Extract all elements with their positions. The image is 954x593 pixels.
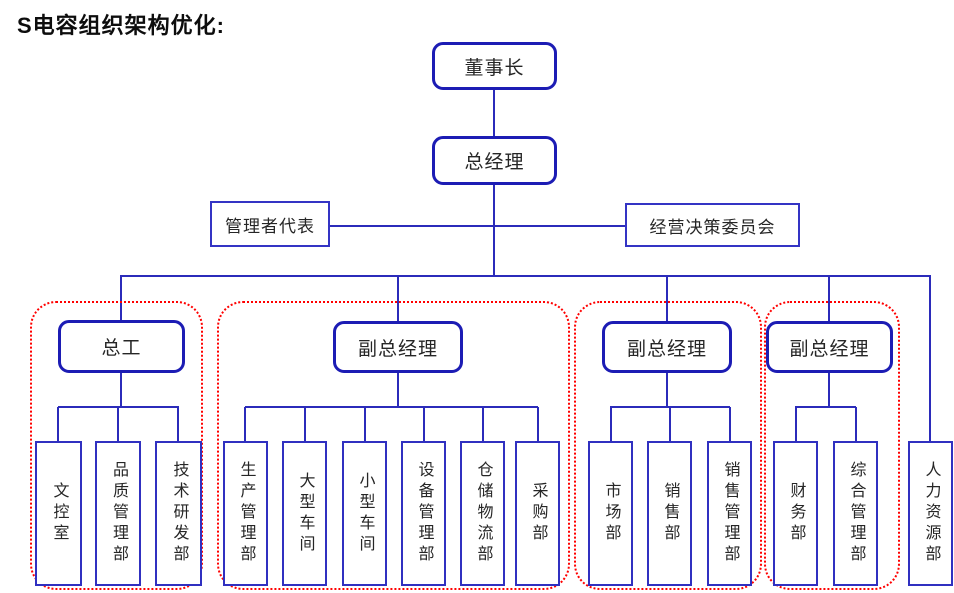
connector-line [57,407,59,441]
dept-equipment-mgmt: 设备管理部 [401,441,446,586]
connector-line [364,407,366,441]
node-general-manager: 总经理 [432,136,557,185]
node-management-rep: 管理者代表 [210,201,330,247]
connector-line [828,373,830,408]
connector-line [669,407,671,441]
connector-line [828,276,830,322]
node-chief-engineer: 总工 [58,320,185,373]
connector-line [423,407,425,441]
dept-doc-control: 文控室 [35,441,82,586]
connector-line [120,276,122,321]
dept-finance: 财务部 [773,441,818,586]
connector-line [493,185,495,277]
connector-line [929,276,931,441]
node-deputy-gm-3: 副总经理 [766,321,893,373]
connector-line [120,373,122,408]
node-chairman: 董事长 [432,42,557,90]
connector-line [666,373,668,408]
connector-line [537,407,539,441]
connector-line [493,90,495,136]
connector-line [482,407,484,441]
connector-line [245,406,538,408]
connector-line [397,276,399,322]
dept-hr: 人力资源部 [908,441,953,586]
dept-general-mgmt: 综合管理部 [833,441,878,586]
group-outline-4 [764,301,900,590]
connector-line [397,373,399,408]
node-deputy-gm-1: 副总经理 [333,321,463,373]
dept-tech-rd: 技术研发部 [155,441,202,586]
connector-line [244,407,246,441]
group-outline-3 [574,301,762,590]
group-outline-1 [30,301,203,590]
connector-line [120,275,931,277]
dept-small-workshop: 小型车间 [342,441,387,586]
dept-large-workshop: 大型车间 [282,441,327,586]
node-deputy-gm-2: 副总经理 [602,321,732,373]
connector-line [729,407,731,441]
dept-market: 市场部 [588,441,633,586]
connector-line [304,407,306,441]
connector-line [117,407,119,441]
connector-line [666,276,668,322]
dept-production-mgmt: 生产管理部 [223,441,268,586]
connector-line [330,225,625,227]
node-committee: 经营决策委员会 [625,203,800,247]
connector-line [855,407,857,441]
page-title: S电容组织架构优化: [17,13,226,38]
dept-sales-mgmt: 销售管理部 [707,441,752,586]
dept-quality-mgmt: 品质管理部 [95,441,141,586]
connector-line [177,407,179,441]
connector-line [795,406,856,408]
dept-sales: 销售部 [647,441,692,586]
dept-purchasing: 采购部 [515,441,560,586]
connector-line [795,407,797,441]
group-outline-2 [217,301,570,590]
connector-line [610,407,612,441]
dept-warehouse-logistics: 仓储物流部 [460,441,505,586]
